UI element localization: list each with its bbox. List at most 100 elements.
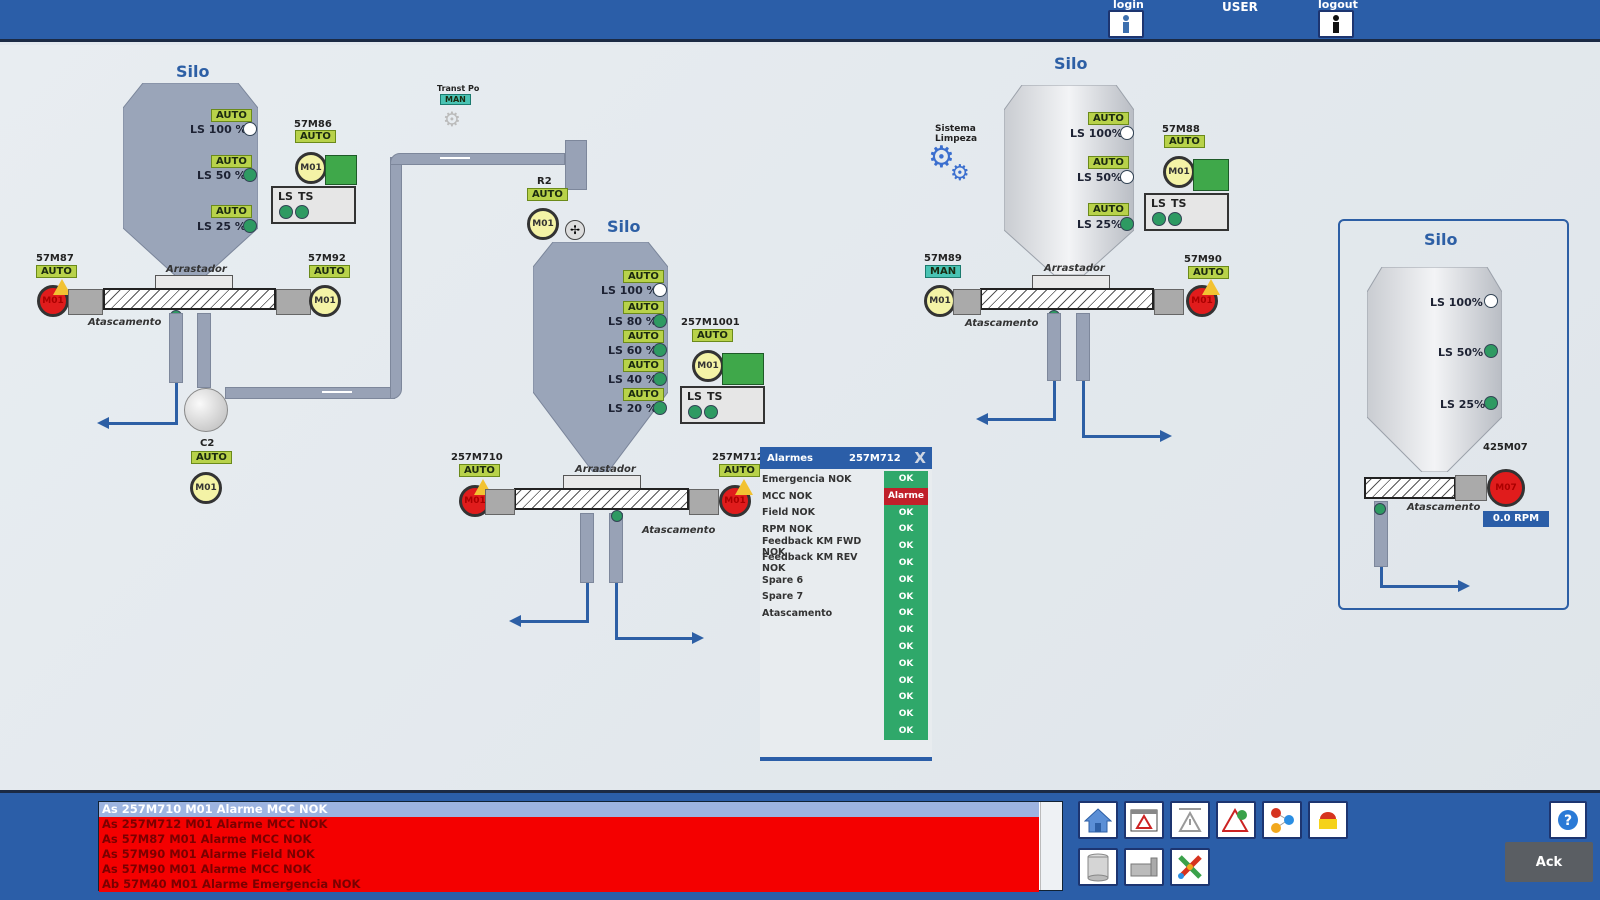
rpm-readout: 0.0 RPM [1483, 511, 1549, 527]
silo-2-ls40-label: LS 40 % [608, 373, 657, 386]
motor-425M07[interactable]: M07 [1487, 469, 1525, 507]
gears-icon[interactable]: ⚙ [928, 140, 955, 175]
silo-3-ls25-mode[interactable]: AUTO [1088, 203, 1129, 216]
motor-body-57M92 [276, 289, 311, 315]
pneumatic-pipe-h1 [225, 387, 395, 399]
motor-R2[interactable]: M01 [527, 208, 559, 240]
screw-conveyor-1[interactable] [103, 288, 276, 310]
machine-view-button[interactable] [1124, 848, 1164, 886]
motor-57M88-mode[interactable]: AUTO [1164, 135, 1205, 148]
alarm-list-item[interactable]: Ab 57M40 M01 Alarme Emergencia NOK [99, 877, 1039, 892]
motor-57M92-mode[interactable]: AUTO [309, 265, 350, 278]
gear-icon[interactable]: ⚙ [443, 107, 461, 131]
ts-indicator [704, 405, 718, 419]
silo-1-ls50-mode[interactable]: AUTO [211, 155, 252, 168]
ack-button[interactable]: Ack [1505, 842, 1593, 882]
network-icon [1271, 808, 1294, 833]
motor-R2-mode[interactable]: AUTO [527, 188, 568, 201]
motor-C2[interactable]: M01 [190, 472, 222, 504]
blower-C2[interactable] [184, 388, 228, 432]
motor-257M710-mode[interactable]: AUTO [459, 464, 500, 477]
motor-257M1001-mode[interactable]: AUTO [692, 329, 733, 342]
network-button[interactable] [1262, 801, 1302, 839]
alarm-list-scrollbar[interactable] [1040, 802, 1062, 890]
silo-3-ls50-mode[interactable]: AUTO [1088, 156, 1129, 169]
screw-conveyor-3[interactable] [980, 288, 1154, 310]
silo-4-ls100-label: LS 100% [1430, 296, 1483, 309]
ls-label: LS [1151, 197, 1166, 210]
user-label: USER [1222, 0, 1258, 14]
chute-2b [609, 513, 623, 583]
arrastador-3-box [1032, 275, 1110, 289]
screw-conveyor-2[interactable] [514, 488, 689, 510]
alarm-window-button[interactable] [1124, 801, 1164, 839]
silo-3-ls100-mode[interactable]: AUTO [1088, 112, 1129, 125]
flow-line-2ah [520, 620, 588, 623]
flow-arrow-right-icon [1160, 430, 1172, 442]
silo-view-button[interactable] [1078, 848, 1118, 886]
alarm-condition-status: OK [884, 504, 928, 522]
motor-57M86[interactable]: M01 [295, 152, 327, 184]
motor-57M90-mode[interactable]: AUTO [1188, 266, 1229, 279]
silo-1-ls100-mode[interactable]: AUTO [211, 109, 252, 122]
motor-body-57M89 [953, 289, 981, 315]
emergency-button[interactable] [1308, 801, 1348, 839]
motor-C2-mode[interactable]: AUTO [191, 451, 232, 464]
logout-label: logout [1318, 0, 1358, 11]
home-button[interactable] [1078, 801, 1118, 839]
alarm-popup-header[interactable]: Alarmes 257M712 X [760, 447, 932, 469]
help-icon: ? [1558, 810, 1578, 830]
alarm-history-button[interactable] [1170, 801, 1210, 839]
ts-label: TS [298, 190, 314, 203]
alarm-reset-button[interactable] [1216, 801, 1256, 839]
chute-4 [1374, 501, 1388, 567]
flow-line-3ah [987, 418, 1055, 421]
logout-button[interactable] [1318, 10, 1354, 38]
silo-2-ls100-mode[interactable]: AUTO [623, 270, 664, 283]
motor-57M86-mode[interactable]: AUTO [295, 130, 336, 143]
flow-arrow-left-icon [509, 615, 521, 627]
help-button[interactable]: ? [1549, 801, 1587, 839]
motor-57M89[interactable]: M01 [924, 285, 956, 317]
tank-icon [1087, 853, 1109, 882]
silo-3-ls50-label: LS 50% [1077, 171, 1123, 184]
tools-button[interactable] [1170, 848, 1210, 886]
motor-57M87-mode[interactable]: AUTO [36, 265, 77, 278]
alarm-popup-title: Alarmes [767, 452, 814, 464]
screw-conveyor-4[interactable] [1364, 477, 1456, 499]
silo-4-vessel[interactable] [1367, 267, 1502, 472]
silo-2-ls40-mode[interactable]: AUTO [623, 359, 664, 372]
motor-257M1001[interactable]: M01 [692, 350, 724, 382]
ls-ts-box-57M86: LS TS [271, 186, 356, 224]
silo-1-vessel[interactable] [123, 83, 258, 278]
transt-mode[interactable]: MAN [440, 94, 471, 105]
alarm-list[interactable]: As 257M710 M01 Alarme MCC NOK As 257M712… [98, 801, 1063, 892]
silo-2-ls80-mode[interactable]: AUTO [623, 301, 664, 314]
motor-57M88[interactable]: M01 [1163, 156, 1195, 188]
login-button[interactable] [1108, 10, 1144, 38]
silo-2-vessel[interactable] [533, 242, 668, 472]
silo-3-vessel[interactable] [1004, 85, 1134, 275]
silo-2-ls60-mode[interactable]: AUTO [623, 330, 664, 343]
silo-2-ls20-mode[interactable]: AUTO [623, 388, 664, 401]
silo-1-ls25-mode[interactable]: AUTO [211, 205, 252, 218]
motor-body-57M87 [68, 289, 103, 315]
pneumatic-pipe-v [390, 157, 402, 399]
silo-1-ls50-label: LS 50 % [197, 169, 246, 182]
close-icon[interactable]: X [914, 449, 926, 467]
chute-1b [197, 313, 211, 388]
alarm-list-item[interactable]: As 257M712 M01 Alarme MCC NOK [99, 817, 1039, 832]
motor-57M92[interactable]: M01 [309, 285, 341, 317]
alarm-list-item[interactable]: As 57M90 M01 Alarme Field NOK [99, 847, 1039, 862]
motor-57M89-mode[interactable]: MAN [925, 265, 962, 278]
alarm-list-item[interactable]: As 57M90 M01 Alarme MCC NOK [99, 862, 1039, 877]
motor-57M90-id: 57M90 [1184, 254, 1222, 265]
motor-257M712-mode[interactable]: AUTO [719, 464, 760, 477]
alarm-list-item[interactable]: As 257M710 M01 Alarme MCC NOK [99, 802, 1039, 817]
gearbox-57M88 [1193, 159, 1229, 191]
alarm-list-item[interactable]: As 57M87 M01 Alarme MCC NOK [99, 832, 1039, 847]
silo-4-title: Silo [1424, 230, 1458, 249]
ls-indicator [279, 205, 293, 219]
